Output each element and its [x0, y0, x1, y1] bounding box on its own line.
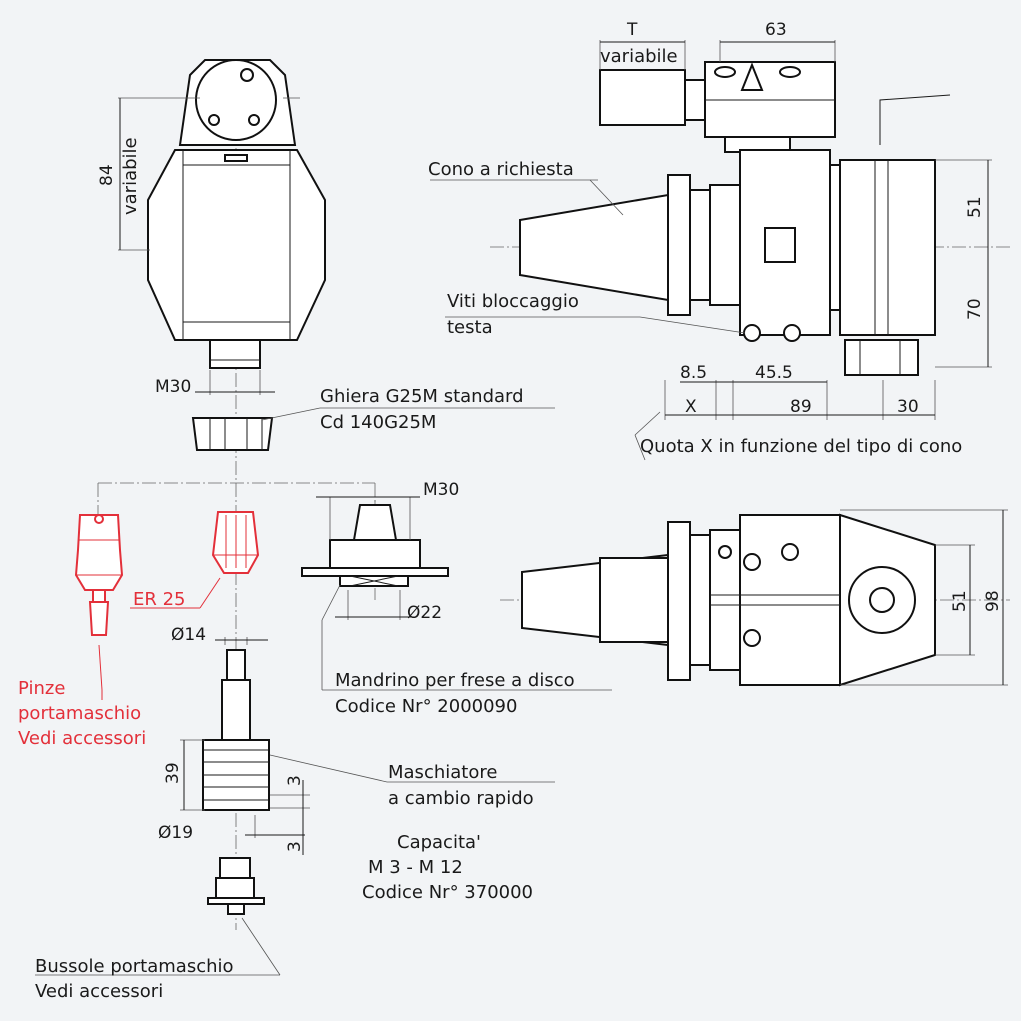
maschiatore-cambio-rapido — [180, 637, 555, 855]
pinze-label-2: portamaschio — [18, 703, 141, 724]
ghiera-label-2: Cd 140G25M — [320, 412, 436, 433]
dim-30: 30 — [897, 397, 919, 417]
pinze-portamaschio-red — [74, 514, 124, 700]
maschiatore-label-2: a cambio rapido — [388, 788, 534, 809]
dim-T: T — [626, 20, 638, 40]
capacita-label-1: Capacita' — [397, 832, 481, 853]
mandrino-label-1: Mandrino per frese a disco — [335, 670, 575, 691]
dim-39: 39 — [163, 762, 183, 784]
dim-8-5: 8.5 — [680, 363, 707, 383]
dim-variabile-left: variabile — [120, 137, 141, 215]
dim-70: 70 — [965, 298, 985, 320]
pinze-label-3: Vedi accessori — [18, 728, 146, 749]
cono-label: Cono a richiesta — [428, 159, 574, 180]
dim-3b: 3 — [285, 841, 305, 852]
mandrino-label-2: Codice Nr° 2000090 — [335, 696, 517, 717]
er25-collet-red — [130, 511, 260, 609]
dim-84: 84 — [97, 164, 117, 186]
side-view — [430, 40, 1010, 461]
ghiera-label-1: Ghiera G25M standard — [320, 386, 524, 407]
viti-label-1: Viti bloccaggio — [447, 291, 579, 312]
maschiatore-label-1: Maschiatore — [388, 762, 497, 783]
dim-89: 89 — [790, 397, 812, 417]
dim-d14: Ø14 — [171, 625, 206, 645]
branch-lines — [97, 482, 376, 515]
dim-3a: 3 — [285, 775, 305, 786]
dim-45-5: 45.5 — [755, 363, 793, 383]
bussole-label-1: Bussole portamaschio — [35, 956, 234, 977]
head-front-view — [118, 59, 326, 930]
viti-label-2: testa — [447, 317, 493, 338]
bussole-label-2: Vedi accessori — [35, 981, 163, 1002]
dim-51-top: 51 — [965, 196, 985, 218]
dim-51-bottom: 51 — [950, 590, 970, 612]
dim-X: X — [685, 397, 697, 417]
dim-d22: Ø22 — [407, 603, 442, 623]
ghiera-nut — [191, 407, 555, 451]
mandrino-frese-disco — [301, 496, 612, 691]
dim-63: 63 — [765, 20, 787, 40]
dim-variabile-top: variabile — [600, 46, 678, 67]
quota-note: Quota X in funzione del tipo di cono — [640, 436, 962, 457]
plan-view — [500, 509, 1010, 687]
capacita-label-3: Codice Nr° 370000 — [362, 882, 533, 903]
pinze-label-1: Pinze — [18, 678, 65, 699]
capacita-label-2: M 3 - M 12 — [368, 857, 463, 878]
er25-label: ER 25 — [133, 589, 186, 610]
dim-d19: Ø19 — [158, 823, 193, 843]
dim-m30-right: M30 — [423, 480, 459, 500]
dim-m30-left: M30 — [155, 377, 191, 397]
bussole-portamaschio — [35, 857, 281, 976]
dim-98: 98 — [983, 590, 1003, 612]
